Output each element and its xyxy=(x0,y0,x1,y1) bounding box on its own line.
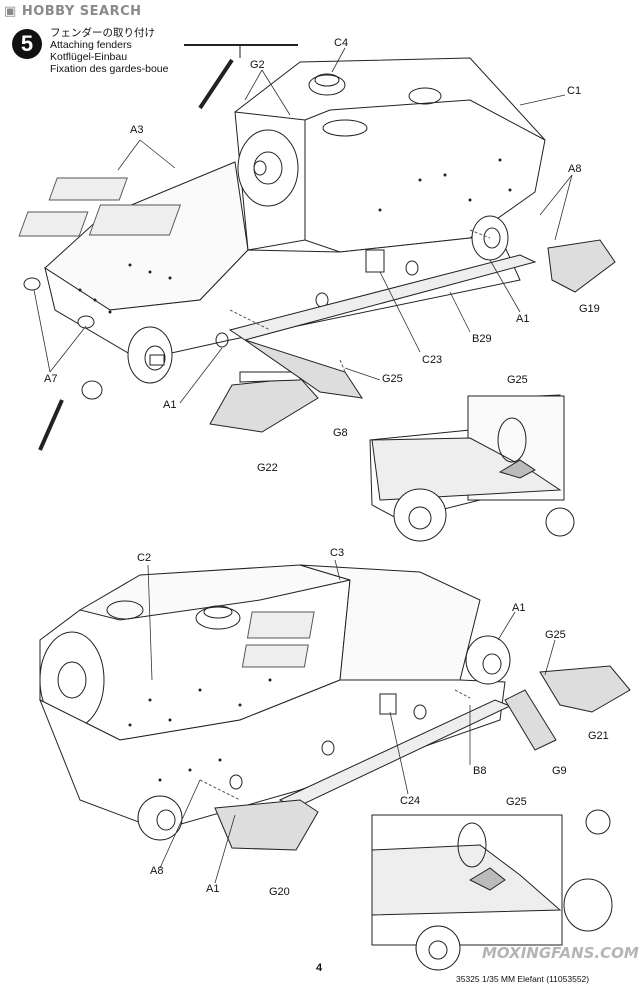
label-a1-upper-right: A1 xyxy=(516,313,530,325)
label-a1-upper-left: A1 xyxy=(163,399,177,411)
label-g22: G22 xyxy=(257,462,278,474)
watermark-text: HOBBY SEARCH xyxy=(21,4,142,19)
label-g19: G19 xyxy=(579,303,600,315)
label-g25-upper: G25 xyxy=(382,373,403,385)
label-g25-upper-detail: G25 xyxy=(507,374,528,386)
label-a7: A7 xyxy=(44,373,58,385)
label-a8-lower: A8 xyxy=(150,865,164,877)
label-c4: C4 xyxy=(334,37,349,49)
label-c23: C23 xyxy=(422,354,443,366)
kit-reference: 35325 1/35 MM Elefant (11053552) xyxy=(456,974,590,984)
moxingfans-watermark: MOXINGFANS.COM xyxy=(482,944,639,962)
upper-hull-drawing xyxy=(18,44,616,451)
label-g2: G2 xyxy=(250,59,265,71)
watermark-logo-icon: ▣ xyxy=(4,4,22,19)
step-number-badge: 5 xyxy=(12,29,42,59)
leader-lines xyxy=(33,47,573,884)
hobby-search-watermark: ▣ HOBBY SEARCH xyxy=(4,4,142,19)
lower-hull-drawing xyxy=(39,564,631,851)
step-title-english: Attaching fenders xyxy=(50,39,132,51)
step-title-japanese: フェンダーの取り付け xyxy=(50,27,155,39)
label-b29: B29 xyxy=(472,333,492,345)
label-g25-lower: G25 xyxy=(545,629,566,641)
label-c3: C3 xyxy=(330,547,345,559)
label-c24: C24 xyxy=(400,795,421,807)
step-title-french: Fixation des gardes-boue xyxy=(50,63,169,75)
lower-detail-inset xyxy=(371,809,613,971)
step-title-german: Kotflügel-Einbau xyxy=(50,51,128,63)
label-g8: G8 xyxy=(333,427,348,439)
label-b8: B8 xyxy=(473,765,487,777)
page-number: 4 xyxy=(316,962,323,974)
label-g20: G20 xyxy=(269,886,290,898)
label-c2: C2 xyxy=(137,552,152,564)
label-g25-lower-detail: G25 xyxy=(506,796,527,808)
label-a1-lower-top: A1 xyxy=(512,602,526,614)
label-a8-upper: A8 xyxy=(568,163,582,175)
label-g21: G21 xyxy=(588,730,609,742)
upper-detail-inset xyxy=(369,394,575,542)
label-c1: C1 xyxy=(567,85,582,97)
label-g9: G9 xyxy=(552,765,567,777)
label-a3: A3 xyxy=(130,124,144,136)
label-a1-lower-bottom: A1 xyxy=(206,883,220,895)
